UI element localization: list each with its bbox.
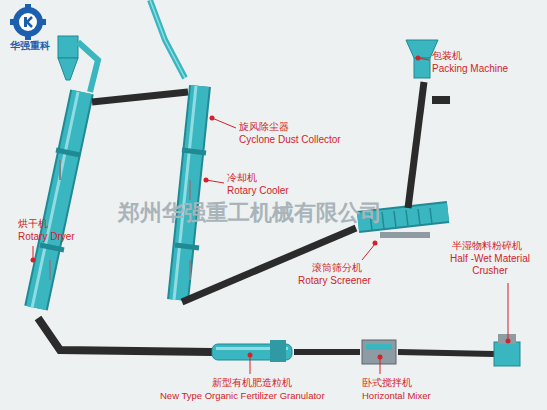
belt-conveyor — [408, 82, 424, 208]
horizontal-mixer — [362, 340, 396, 364]
callout-label: 新型有机肥造粒机 — [212, 377, 292, 389]
callout-label: 冷却机 — [227, 172, 257, 184]
callout-label: 旋风除尘器 — [239, 121, 289, 133]
logo-text: 华强重科 — [10, 40, 50, 52]
leader-dots — [31, 56, 511, 360]
rotary-dryer — [32, 92, 82, 308]
cyclone — [58, 36, 98, 92]
belt-conveyor — [398, 352, 494, 354]
callout-label: Packing Machine — [432, 63, 508, 75]
belt-conveyor — [38, 318, 212, 352]
granulator — [212, 340, 292, 362]
leader-lines — [33, 58, 508, 374]
belt-conveyor — [294, 349, 360, 355]
logo-icon — [10, 4, 46, 40]
callout-label: Half -Wet Material Crusher — [440, 253, 540, 276]
air-duct — [150, 0, 185, 78]
callout-label: Rotary Cooler — [227, 185, 289, 197]
callout-label: Cyclone Dust Collector — [239, 134, 341, 146]
callout-label: 卧式搅拌机 — [362, 377, 412, 389]
callout-label: 半湿物料粉碎机 — [452, 240, 522, 252]
callout-label: Rotary Screener — [298, 275, 371, 287]
crusher — [494, 334, 520, 366]
watermark: 郑州华强重工机械有限公司 — [118, 200, 382, 225]
callout-label: New Type Organic Fertilizer Granulator — [160, 391, 325, 402]
belt-conveyor — [92, 92, 188, 102]
callout-label: 烘干机 — [18, 218, 48, 230]
callout-label: 滚筒筛分机 — [312, 262, 362, 274]
callout-label: Rotary Dryer — [18, 231, 75, 243]
callout-label: 包装机 — [432, 50, 462, 62]
callout-label: Horizontal Mixer — [362, 391, 431, 402]
